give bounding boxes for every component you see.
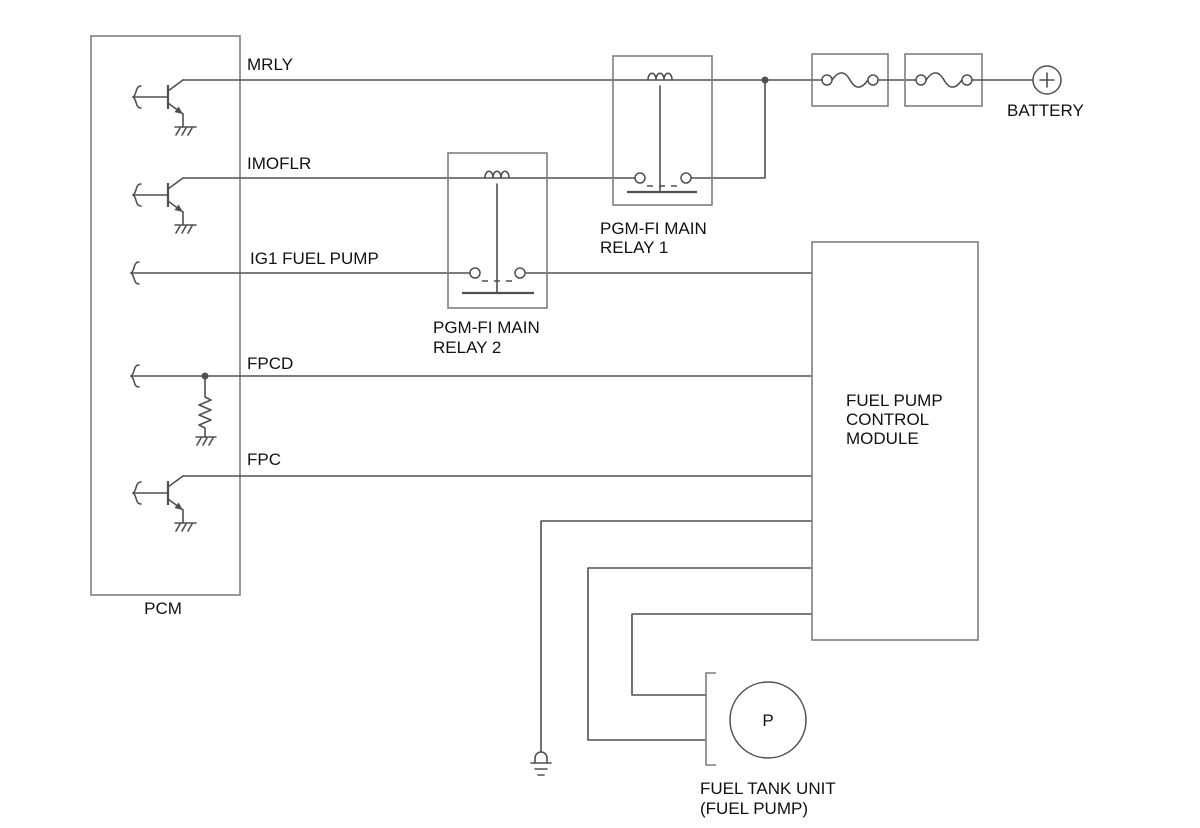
ground-hatch [202,437,208,446]
wire-label-mrly: MRLY [247,55,293,74]
relay-contact-left [469,267,481,279]
fuel-pump-control-module: FUEL PUMP CONTROL MODULE [811,241,979,641]
wire-label-fpcd: FPCD [247,354,293,373]
fuel-pump-motor-icon [729,681,807,759]
relay-2-label-line-1: PGM-FI MAIN [433,318,540,337]
ground-hatch [175,523,181,532]
transistor-emitter-arrow [174,204,183,212]
ground-icon [174,224,197,234]
junction-dot [761,76,769,84]
relay-1-box [612,55,713,206]
pgm-fi-main-relay-1: PGM-FI MAIN RELAY 1 [600,55,713,257]
pcm-transistor-mrly [132,79,197,136]
wire-relay1-to-battery-junction [690,79,766,179]
fpcm-label-line-2: CONTROL [846,410,929,429]
ground-hatch [187,127,193,136]
relay-contact-left [634,172,646,184]
fuel-tank-unit-bracket [705,672,716,766]
pgm-fi-main-relay-2: PGM-FI MAIN RELAY 2 [433,152,548,357]
resistor-icon [198,375,212,438]
fuse-terminal [961,74,973,86]
relay-contact-right [514,267,526,279]
battery-label: BATTERY [1007,101,1084,120]
fuse-2 [904,53,983,107]
relay-1-label-line-1: PGM-FI MAIN [600,219,707,238]
fpcm-box [811,241,979,641]
pcm-label: PCM [144,599,182,618]
ground-arch [534,751,548,764]
transistor-emitter-arrow [174,502,183,510]
fuel-tank-unit: P FUEL TANK UNIT (FUEL PUMP) [700,672,836,818]
wire-label-imoflr: IMOFLR [247,154,311,173]
fuse-element-icon [831,72,869,88]
pcm-box [90,35,241,596]
relay-2-label-line-2: RELAY 2 [433,338,501,357]
ground-hatch [175,225,181,234]
relay-coil-icon [647,72,673,81]
wire-fpcm-to-pump-a [587,567,813,741]
pcm-transistor-imoflr [132,177,197,234]
wire-fpcm-ground [540,520,813,753]
fuel-pump-symbol: P [762,711,773,730]
fuse-terminal [867,74,879,86]
battery-plus-icon [1039,72,1055,88]
relay-contact-right [680,172,692,184]
fuel-tank-unit-label-line-2: (FUEL PUMP) [700,799,808,818]
fuel-tank-unit-label-line-1: FUEL TANK UNIT [700,779,836,798]
wire-fpcm-to-pump-b [631,613,813,696]
fuse-element-icon [925,72,963,88]
ground-hatch [208,437,214,446]
fuse-terminal [915,74,927,86]
ground-hatch [175,127,181,136]
pcm: PCM [90,35,241,618]
wire-label-fpc: FPC [247,450,281,469]
transistor-collector [167,177,184,190]
fpcm-label-line-3: MODULE [846,429,919,448]
transistor-collector [167,79,184,92]
wire-label-ig1-fuel-pump: IG1 FUEL PUMP [250,249,379,268]
transistor-collector [167,475,184,488]
chassis-ground-icon [530,751,552,776]
ground-hatch [187,523,193,532]
fuse-1 [811,53,889,107]
ground-hatch [196,437,202,446]
ground-hatch [181,225,187,234]
relay-coil-icon [484,170,510,179]
pcm-transistor-fpc [132,475,197,532]
relay-2-box [447,152,548,309]
ground-hatch [181,127,187,136]
battery: BATTERY [1007,65,1084,120]
ground-icon [174,522,197,532]
transistor-emitter-arrow [174,106,183,114]
ground-hatch [187,225,193,234]
pcm-fpcd-input [130,364,217,446]
ground-icon [195,436,217,446]
fuse-terminal [821,74,833,86]
fpcm-label-line-1: FUEL PUMP [846,391,943,410]
ground-hatch [181,523,187,532]
ground-icon [174,126,197,136]
wires: MRLY IMOFLR IG1 FUEL PUMP FPCD FPC [130,55,823,753]
relay-1-label-line-2: RELAY 1 [600,238,668,257]
